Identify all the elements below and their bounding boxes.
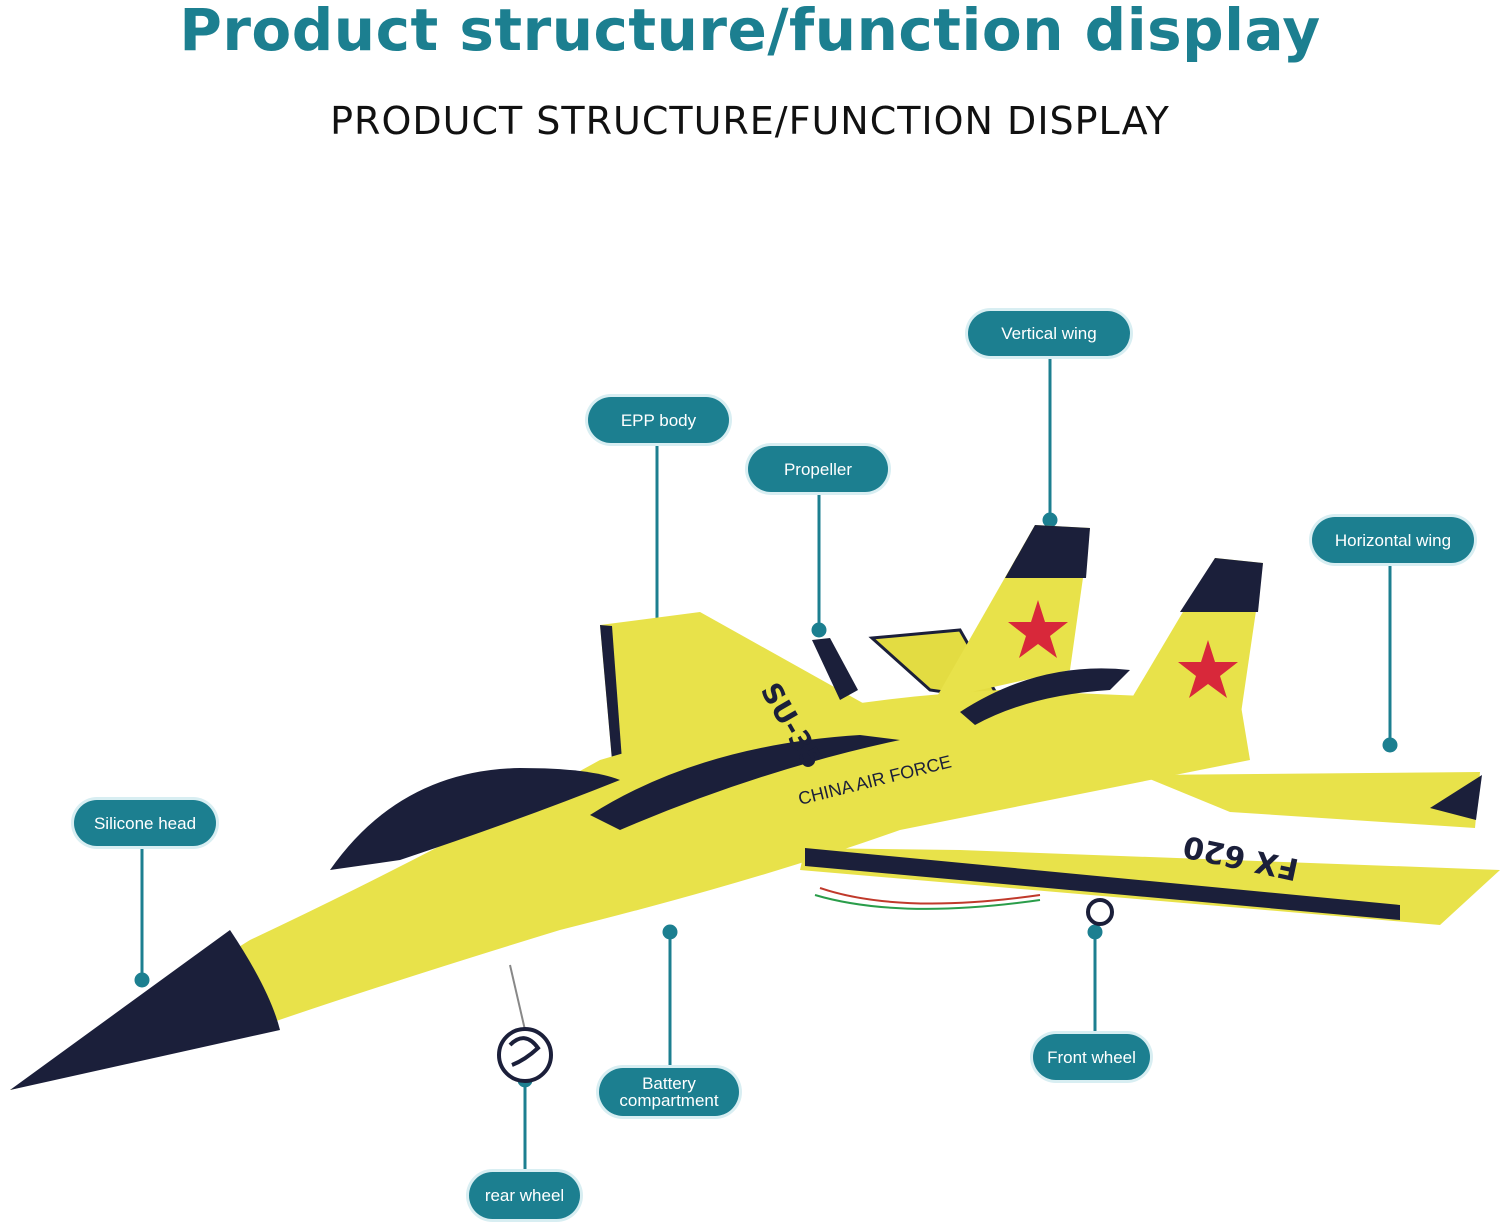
right-stabilizer-tip (1430, 775, 1482, 820)
callout-epp-body-label: EPP body (620, 410, 697, 430)
star-icon-2 (1178, 640, 1238, 698)
callout-horizontal-wing-label: Horizontal wing (1334, 530, 1452, 550)
leader-dot-front-wheel (1087, 924, 1103, 940)
callout-battery-compartment: Battery compartment (599, 1068, 739, 1116)
callout-silicone-head: Silicone head (74, 800, 216, 846)
front-wheel-shape (1086, 898, 1114, 926)
callout-horizontal-wing: Horizontal wing (1312, 517, 1474, 563)
callout-silicone-head-label: Silicone head (93, 813, 197, 833)
leader-dot-vertical-wing (1042, 512, 1058, 528)
wire-red (819, 887, 1041, 905)
rear-wheel-strut (509, 964, 526, 1031)
intake-stripe (960, 668, 1130, 725)
callout-vertical-wing: Vertical wing (968, 311, 1130, 356)
silicone-head-shape (10, 930, 280, 1090)
callout-propeller-label: Propeller (783, 459, 853, 479)
callout-rear-wheel-label: rear wheel (484, 1186, 565, 1205)
callout-propeller: Propeller (748, 446, 888, 492)
dorsal-stripe (590, 735, 900, 830)
callout-epp-body: EPP body (588, 397, 729, 443)
leader-dot-silicone-head (134, 972, 150, 988)
callout-vertical-wing-label: Vertical wing (1001, 324, 1097, 343)
callout-front-wheel-label: Front wheel (1047, 1047, 1136, 1067)
leader-dot-battery (662, 924, 678, 940)
page-title: Product structure/function display (179, 0, 1321, 64)
right-stabilizer (1140, 772, 1480, 828)
callout-battery-line1: Battery (642, 1074, 696, 1093)
vertical-fin-right-tip (1180, 558, 1263, 612)
callout-battery-line2: compartment (619, 1091, 719, 1110)
wire-green (814, 894, 1041, 910)
callout-rear-wheel: rear wheel (469, 1172, 580, 1219)
aircraft: SU-35 CHINA AIR FORCE FX 620 (10, 525, 1500, 1090)
canopy (330, 768, 620, 870)
left-wing-edge (600, 625, 622, 760)
leader-dot-horizontal-wing (1382, 737, 1398, 753)
vertical-fin-left-tip (1005, 525, 1090, 578)
rear-wheel-spokes (508, 1036, 541, 1067)
propeller-shape (812, 638, 858, 700)
star-icon (1008, 600, 1068, 658)
leader-dot-propeller (811, 622, 827, 638)
callout-front-wheel: Front wheel (1033, 1034, 1150, 1080)
right-wing-edge (805, 848, 1400, 920)
page-subtitle: PRODUCT STRUCTURE/FUNCTION DISPLAY (330, 99, 1170, 143)
fuselage (10, 690, 1250, 1090)
